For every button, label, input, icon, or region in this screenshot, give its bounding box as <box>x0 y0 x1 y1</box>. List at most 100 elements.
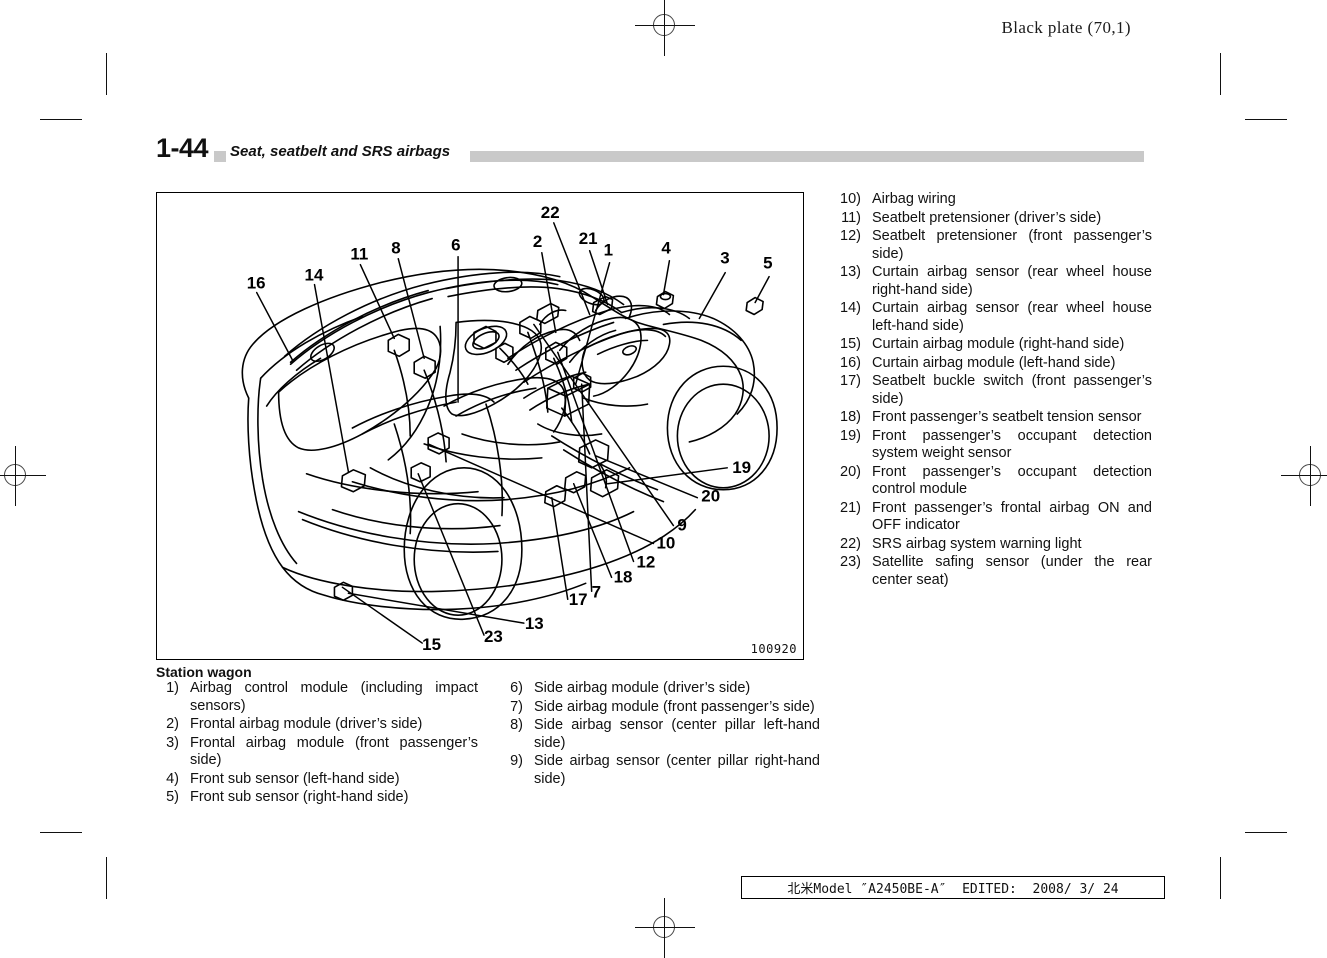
list-item: 12) Seatbelt pretensioner (front passenge… <box>838 228 1152 263</box>
list-item: 8)Side airbag sensor (center pillar left… <box>500 717 820 752</box>
callout-7: 7 <box>592 582 601 601</box>
list-item: 18) Front passenger’s seatbelt tension se… <box>838 409 1152 427</box>
registration-mark-bottom <box>635 898 695 958</box>
registration-hline <box>635 25 695 26</box>
registration-vline <box>15 446 16 506</box>
callout-2: 2 <box>533 232 542 251</box>
list-item-number: 7) <box>510 698 523 715</box>
list-item-number: 20) <box>840 463 861 480</box>
registration-mark-right <box>1281 446 1327 506</box>
list-item-number: 2) <box>166 716 179 732</box>
list-item-number: 9) <box>510 753 523 769</box>
page-header: 1-44 Seat, seatbelt and SRS airbags <box>156 133 1144 163</box>
list-item: 16)Curtain airbag module (left-hand side… <box>838 355 1152 373</box>
registration-mark-left <box>0 446 46 506</box>
list-item: 22)SRS airbag system warning light <box>838 536 1152 554</box>
list-item: 10) Airbag wiring <box>838 191 1152 209</box>
list-item-text: SRS airbag system warning light <box>872 535 1082 552</box>
callout-9: 9 <box>677 516 686 535</box>
list-item-text: Curtain airbag module (left-hand side) <box>872 354 1116 371</box>
header-rule <box>156 151 1144 162</box>
footer-edition-box: 北米Model ″A2450BE-A″ EDITED: 2008/ 3/ 24 <box>741 876 1165 899</box>
callout-13: 13 <box>525 614 544 633</box>
list-item-text: Front passenger’s occupant detection con… <box>872 463 1152 498</box>
callout-15: 15 <box>422 635 441 654</box>
list-item-text: Side airbag module (driver’s side) <box>534 680 751 696</box>
callout-23: 23 <box>484 627 503 646</box>
list-item-text: Seatbelt buckle switch (front passenger’… <box>872 373 1152 407</box>
figure-id-label: 100920 <box>750 642 797 656</box>
list-item: 9) Side airbag sensor (center pillar righ… <box>500 753 820 788</box>
list-item-text: Front passenger’s frontal airbag ON and … <box>872 499 1152 534</box>
trim-mark-top-left <box>40 53 110 123</box>
list-item: 6) Side airbag module (driver’s side) <box>500 680 820 698</box>
list-item-number: 4) <box>166 770 179 787</box>
list-item: 4) Front sub sensor (left-hand side) <box>156 771 478 789</box>
registration-vline <box>1310 446 1311 506</box>
callout-18: 18 <box>614 567 633 586</box>
list-item-number: 23) <box>840 554 861 570</box>
trim-mark-bottom-left <box>40 829 110 899</box>
parts-list-right: 10)Airbag wiring 11)Seatbelt pretensione… <box>838 191 1152 590</box>
registration-hline <box>0 475 46 476</box>
list-item-number: 21) <box>840 499 861 516</box>
list-item-number: 13) <box>840 264 861 280</box>
callout-12: 12 <box>637 552 656 571</box>
registration-hline <box>1281 475 1327 476</box>
list-item-text: Seatbelt pretensioner (front passenger’s… <box>872 228 1152 262</box>
vehicle-line-art: 16 14 11 8 6 2 22 21 1 4 3 5 19 20 9 10 … <box>241 203 778 654</box>
list-item: 19)Front passenger’s occupant detection … <box>838 428 1152 463</box>
black-plate-label: Black plate (70,1) <box>1001 18 1131 37</box>
list-item: 15) Curtain airbag module (right-hand sid… <box>838 336 1152 354</box>
callout-21: 21 <box>579 229 598 248</box>
list-item: 1)Airbag control module (including impac… <box>156 680 478 715</box>
list-item: 17) Seatbelt buckle switch (front passeng… <box>838 373 1152 408</box>
list-item-number: 12) <box>840 228 861 244</box>
list-item: 13)Curtain airbag sensor (rear wheel hou… <box>838 264 1152 299</box>
list-item-number: 3) <box>166 734 179 751</box>
list-item-text: Airbag wiring <box>872 191 956 207</box>
list-item-number: 6) <box>510 680 523 696</box>
figure-station-wagon-srs-diagram: 16 14 11 8 6 2 22 21 1 4 3 5 19 20 9 10 … <box>156 192 804 660</box>
list-item: 3)Frontal airbag module (front passenger… <box>156 735 478 770</box>
list-item-number: 17) <box>840 373 861 389</box>
callout-3: 3 <box>720 249 729 268</box>
callout-20: 20 <box>701 487 720 506</box>
list-item-number: 10) <box>840 191 861 207</box>
list-item-text: Front passenger’s occupant detection sys… <box>872 427 1152 462</box>
list-item: 14)Curtain airbag sensor (rear wheel hou… <box>838 300 1152 335</box>
list-item-number: 5) <box>166 789 179 805</box>
list-item-text: Front sub sensor (right-hand side) <box>190 789 409 805</box>
footer-edition-text: 北米Model ″A2450BE-A″ EDITED: 2008/ 3/ 24 <box>787 882 1119 897</box>
callout-19: 19 <box>732 458 751 477</box>
chapter-title-backdrop <box>226 151 470 162</box>
list-item: 21) Front passenger’s frontal airbag ON a… <box>838 500 1152 535</box>
list-item-number: 11) <box>841 209 861 226</box>
list-item-text: Airbag control module (including impact … <box>190 680 478 714</box>
list-item-text: Side airbag sensor (center pillar left-h… <box>534 717 820 751</box>
list-item-text: Front passenger’s seatbelt tension senso… <box>872 409 1142 425</box>
chapter-title: Seat, seatbelt and SRS airbags <box>230 143 451 160</box>
callout-11: 11 <box>350 245 368 264</box>
list-item-text: Side airbag sensor (center pillar right-… <box>534 753 820 787</box>
registration-vline <box>664 898 665 958</box>
parts-list-left: 1)Airbag control module (including impac… <box>156 680 478 808</box>
trim-mark-top-right <box>1217 53 1287 123</box>
callout-10: 10 <box>656 533 675 552</box>
list-item: 2) Frontal airbag module (driver’s side) <box>156 716 478 734</box>
list-item-text: Frontal airbag module (driver’s side) <box>190 716 423 732</box>
page-number: 1-44 <box>156 135 215 162</box>
callout-17: 17 <box>569 590 588 609</box>
list-item-text: Front sub sensor (left-hand side) <box>190 770 400 787</box>
registration-mark-top <box>635 0 695 56</box>
callout-14: 14 <box>305 266 324 285</box>
list-item: 11)Seatbelt pretensioner (driver’s side) <box>838 210 1152 228</box>
list-item-number: 15) <box>840 336 861 352</box>
list-item-text: Curtain airbag sensor (rear wheel house … <box>872 300 1152 334</box>
list-item-number: 18) <box>840 409 861 425</box>
callout-22: 22 <box>541 203 560 222</box>
list-item-text: Satellite safing sensor (under the rear … <box>872 554 1152 588</box>
list-item-text: Curtain airbag module (right-hand side) <box>872 336 1125 352</box>
list-item: 20) Front passenger’s occupant detection … <box>838 464 1152 499</box>
list-item: 23) Satellite safing sensor (under the re… <box>838 554 1152 589</box>
